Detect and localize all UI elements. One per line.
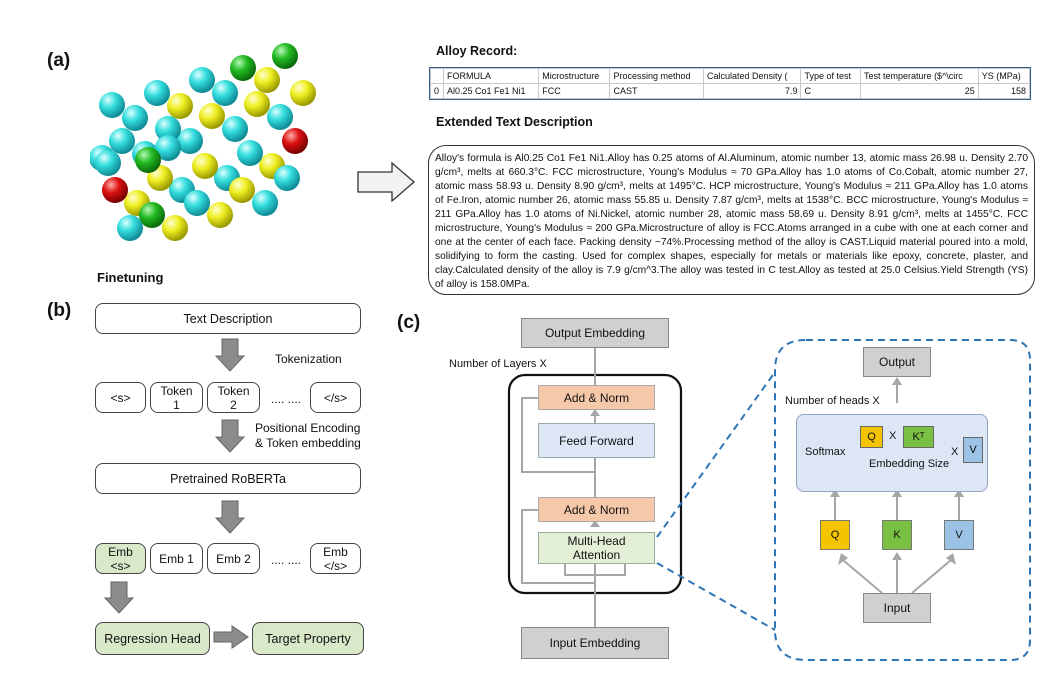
attention-input-box: Input xyxy=(863,593,931,623)
atom xyxy=(212,80,238,106)
atom xyxy=(117,215,143,241)
multi-head-attention-box: Multi-Head Attention xyxy=(538,532,655,564)
multiply-sign: X xyxy=(951,446,959,458)
positional-encoding-label: Positional Encoding & Token embedding xyxy=(255,421,361,450)
atom xyxy=(139,202,165,228)
atom xyxy=(282,128,308,154)
token-ellipsis: .... .... xyxy=(271,392,302,406)
softmax-label: Softmax xyxy=(805,446,846,458)
atom xyxy=(229,177,255,203)
output-embedding-box: Output Embedding xyxy=(521,318,669,348)
emb-ellipsis: .... .... xyxy=(271,553,302,567)
table-cell: Al0.25 Co1 Fe1 Ni1 xyxy=(442,83,540,99)
add-norm-box: Add & Norm xyxy=(538,385,655,410)
right-arrow-icon xyxy=(357,161,415,203)
table-cell: 158 xyxy=(977,83,1031,99)
num-heads-label: Number of heads X xyxy=(785,395,880,407)
atom xyxy=(99,92,125,118)
atom xyxy=(267,104,293,130)
table-cell: 7.9 xyxy=(703,83,802,99)
feed-forward-box: Feed Forward xyxy=(538,423,655,458)
extended-text-heading: Extended Text Description xyxy=(436,115,593,129)
atom xyxy=(102,177,128,203)
alloy-record-heading: Alloy Record: xyxy=(436,44,518,58)
table-row: 0 Al0.25 Co1 Fe1 Ni1 FCC CAST 7.9 C 25 1… xyxy=(430,83,1031,99)
emb-box: Emb </s> xyxy=(310,543,361,574)
atom xyxy=(184,190,210,216)
token-box: <s> xyxy=(95,382,146,413)
atom xyxy=(122,105,148,131)
input-embedding-box: Input Embedding xyxy=(521,627,669,659)
atom xyxy=(177,128,203,154)
q-box: Q xyxy=(860,426,883,448)
v-input-box: V xyxy=(944,520,974,550)
emb-box: Emb 1 xyxy=(150,543,203,574)
multiply-sign: X xyxy=(889,430,897,442)
text-description-box: Text Description xyxy=(95,303,361,334)
target-property-box: Target Property xyxy=(252,622,364,655)
pretrained-roberta-box: Pretrained RoBERTa xyxy=(95,463,361,494)
alloy-record-table: FORMULA Microstructure Processing method… xyxy=(429,67,1031,100)
atom xyxy=(272,43,298,69)
emb-box: Emb 2 xyxy=(207,543,260,574)
atom xyxy=(207,202,233,228)
atom xyxy=(230,55,256,81)
num-layers-label: Number of Layers X xyxy=(449,358,547,370)
atom xyxy=(244,91,270,117)
embedding-size-label: Embedding Size xyxy=(869,458,950,470)
atom xyxy=(237,140,263,166)
panel-label-c: (c) xyxy=(397,312,421,333)
token-box: Token 1 xyxy=(150,382,203,413)
atom xyxy=(155,135,181,161)
atom-cluster xyxy=(90,43,316,241)
atom xyxy=(135,147,161,173)
atom xyxy=(144,80,170,106)
token-box: Token 2 xyxy=(207,382,260,413)
finetuning-heading: Finetuning xyxy=(97,270,164,285)
emb-cls-box: Emb <s> xyxy=(95,543,146,574)
k-input-box: K xyxy=(882,520,912,550)
atom xyxy=(222,116,248,142)
atom xyxy=(95,150,121,176)
table-cell: FCC xyxy=(538,83,611,99)
kt-box: Kᵀ xyxy=(903,426,934,448)
add-norm-box: Add & Norm xyxy=(538,497,655,522)
atom xyxy=(252,190,278,216)
atom xyxy=(254,67,280,93)
atom xyxy=(109,128,135,154)
atom xyxy=(155,116,181,142)
extended-text-description: Alloy's formula is Al0.25 Co1 Fe1 Ni1.Al… xyxy=(428,145,1035,295)
softmax-container xyxy=(796,414,988,492)
token-box: </s> xyxy=(310,382,361,413)
atom xyxy=(162,215,188,241)
q-input-box: Q xyxy=(820,520,850,550)
panel-label-b: (b) xyxy=(47,300,72,321)
atom xyxy=(290,80,316,106)
panel-label-a: (a) xyxy=(47,50,71,71)
regression-head-box: Regression Head xyxy=(95,622,210,655)
table-header-row: FORMULA Microstructure Processing method… xyxy=(430,68,1031,84)
atom xyxy=(199,103,225,129)
table-cell: 0 xyxy=(430,83,444,99)
attention-output-box: Output xyxy=(863,347,931,377)
atom xyxy=(192,153,218,179)
tokenization-label: Tokenization xyxy=(275,352,342,366)
atom xyxy=(167,93,193,119)
atom xyxy=(274,165,300,191)
atom xyxy=(189,67,215,93)
v-box: V xyxy=(963,437,983,463)
